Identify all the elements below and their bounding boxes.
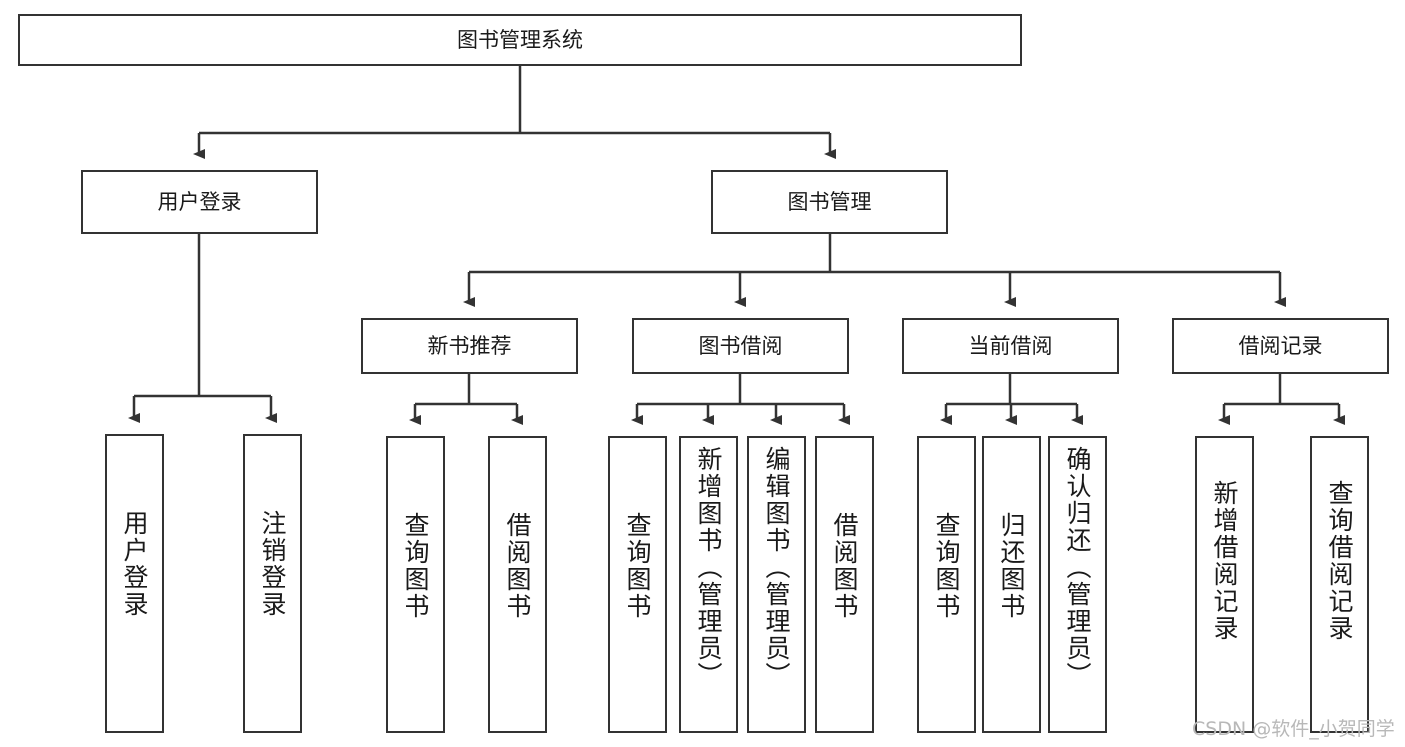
node-user-login[interactable]: 用户登录 — [81, 170, 318, 234]
node-leaf-confirm-return-admin[interactable]: 确认归还（管理员） — [1048, 436, 1107, 733]
node-leaf-return-book-label: 归还图书 — [997, 512, 1026, 620]
node-leaf-query-book-2-label: 查询图书 — [623, 512, 652, 620]
node-borrow-record-label: 借阅记录 — [1238, 333, 1323, 358]
node-leaf-query-borrow-record-label: 查询借阅记录 — [1325, 480, 1354, 642]
node-leaf-edit-book-admin-label: 编辑图书（管理员） — [762, 446, 791, 689]
node-leaf-borrow-book-1[interactable]: 借阅图书 — [488, 436, 547, 733]
node-leaf-confirm-return-admin-label: 确认归还（管理员） — [1063, 446, 1092, 689]
node-leaf-add-book-admin-label: 新增图书（管理员） — [694, 446, 723, 689]
node-root[interactable]: 图书管理系统 — [18, 14, 1022, 66]
node-leaf-user-login-label: 用户登录 — [120, 510, 149, 618]
node-leaf-add-borrow-record-label: 新增借阅记录 — [1210, 480, 1239, 642]
node-leaf-borrow-book-1-label: 借阅图书 — [503, 512, 532, 620]
node-current-borrow[interactable]: 当前借阅 — [902, 318, 1119, 374]
node-leaf-user-login[interactable]: 用户登录 — [105, 434, 164, 733]
node-book-management[interactable]: 图书管理 — [711, 170, 948, 234]
node-leaf-return-book[interactable]: 归还图书 — [982, 436, 1041, 733]
node-leaf-borrow-book-2[interactable]: 借阅图书 — [815, 436, 874, 733]
node-leaf-query-book-1[interactable]: 查询图书 — [386, 436, 445, 733]
node-current-borrow-label: 当前借阅 — [968, 333, 1053, 358]
node-book-borrow[interactable]: 图书借阅 — [632, 318, 849, 374]
node-leaf-edit-book-admin[interactable]: 编辑图书（管理员） — [747, 436, 806, 733]
node-leaf-query-book-1-label: 查询图书 — [401, 512, 430, 620]
node-leaf-logout-label: 注销登录 — [258, 510, 287, 618]
node-book-borrow-label: 图书借阅 — [698, 333, 783, 358]
node-new-book-recommend[interactable]: 新书推荐 — [361, 318, 578, 374]
node-root-label: 图书管理系统 — [457, 27, 583, 52]
node-leaf-add-borrow-record[interactable]: 新增借阅记录 — [1195, 436, 1254, 733]
node-leaf-query-book-2[interactable]: 查询图书 — [608, 436, 667, 733]
node-leaf-borrow-book-2-label: 借阅图书 — [830, 512, 859, 620]
node-leaf-query-borrow-record[interactable]: 查询借阅记录 — [1310, 436, 1369, 733]
node-leaf-logout[interactable]: 注销登录 — [243, 434, 302, 733]
node-new-book-recommend-label: 新书推荐 — [427, 333, 512, 358]
node-leaf-query-book-3[interactable]: 查询图书 — [917, 436, 976, 733]
node-leaf-add-book-admin[interactable]: 新增图书（管理员） — [679, 436, 738, 733]
node-user-login-label: 用户登录 — [157, 189, 242, 214]
node-book-management-label: 图书管理 — [787, 189, 872, 214]
node-leaf-query-book-3-label: 查询图书 — [932, 512, 961, 620]
node-borrow-record[interactable]: 借阅记录 — [1172, 318, 1389, 374]
